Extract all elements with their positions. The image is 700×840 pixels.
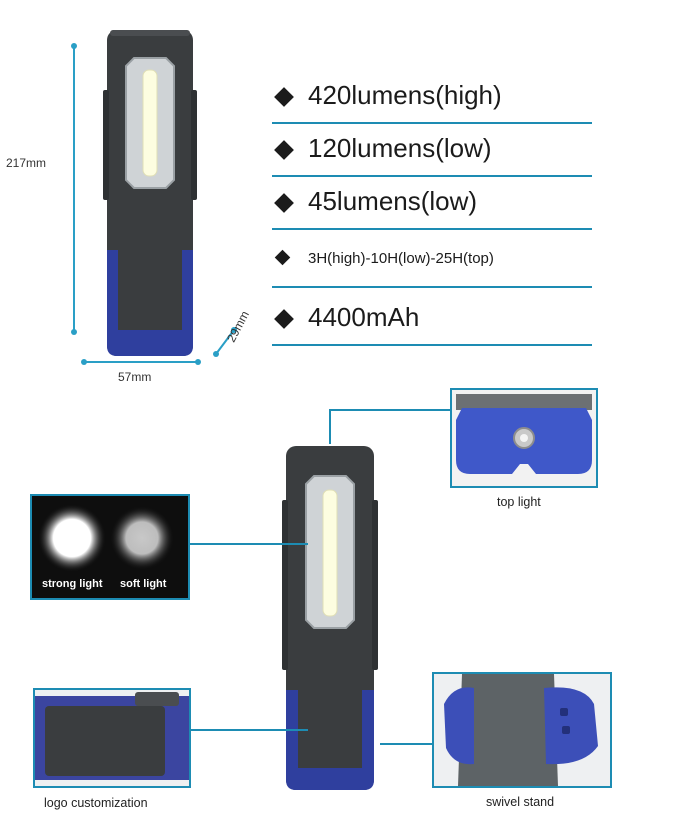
- diamond-bullet-icon: [274, 309, 294, 329]
- diamond-bullet-icon: [274, 140, 294, 160]
- top-light-photo: [450, 388, 598, 488]
- height-label: 217mm: [6, 156, 47, 170]
- logo-customization-photo: [33, 688, 191, 788]
- logo-customization-caption: logo customization: [44, 796, 148, 810]
- swivel-stand-caption: swivel stand: [486, 795, 555, 809]
- spec-item: 45lumens(low): [272, 182, 592, 230]
- spec-item: 3H(high)-10H(low)-25H(top): [272, 240, 592, 288]
- strong-light-spot: [38, 504, 106, 572]
- spec-item: 4400mAh: [272, 298, 592, 346]
- soft-light-caption: soft light: [120, 578, 167, 590]
- spec-item: 120lumens(low): [272, 129, 592, 177]
- callout-connectors: [190, 409, 450, 745]
- width-label: 57mm: [118, 370, 152, 384]
- diamond-bullet-icon: [274, 87, 294, 107]
- worklight-front-illustration: [71, 30, 237, 365]
- top-light-caption: top light: [497, 495, 541, 509]
- spec-text: 120lumens(low): [308, 133, 492, 163]
- spec-item: 420lumens(high): [272, 76, 592, 124]
- spec-text: 4400mAh: [308, 302, 420, 332]
- spec-text: 420lumens(high): [308, 80, 502, 110]
- swivel-stand-photo: [432, 672, 612, 788]
- strong-light-caption: strong light: [42, 578, 103, 590]
- diamond-bullet-icon: [274, 249, 291, 266]
- soft-light-spot: [110, 506, 174, 570]
- spec-text: 3H(high)-10H(low)-25H(top): [308, 250, 494, 267]
- worklight-feature-illustration: [282, 446, 378, 790]
- spec-text: 45lumens(low): [308, 186, 478, 216]
- light-mode-photo: strong light soft light: [30, 494, 190, 600]
- diamond-bullet-icon: [274, 193, 294, 213]
